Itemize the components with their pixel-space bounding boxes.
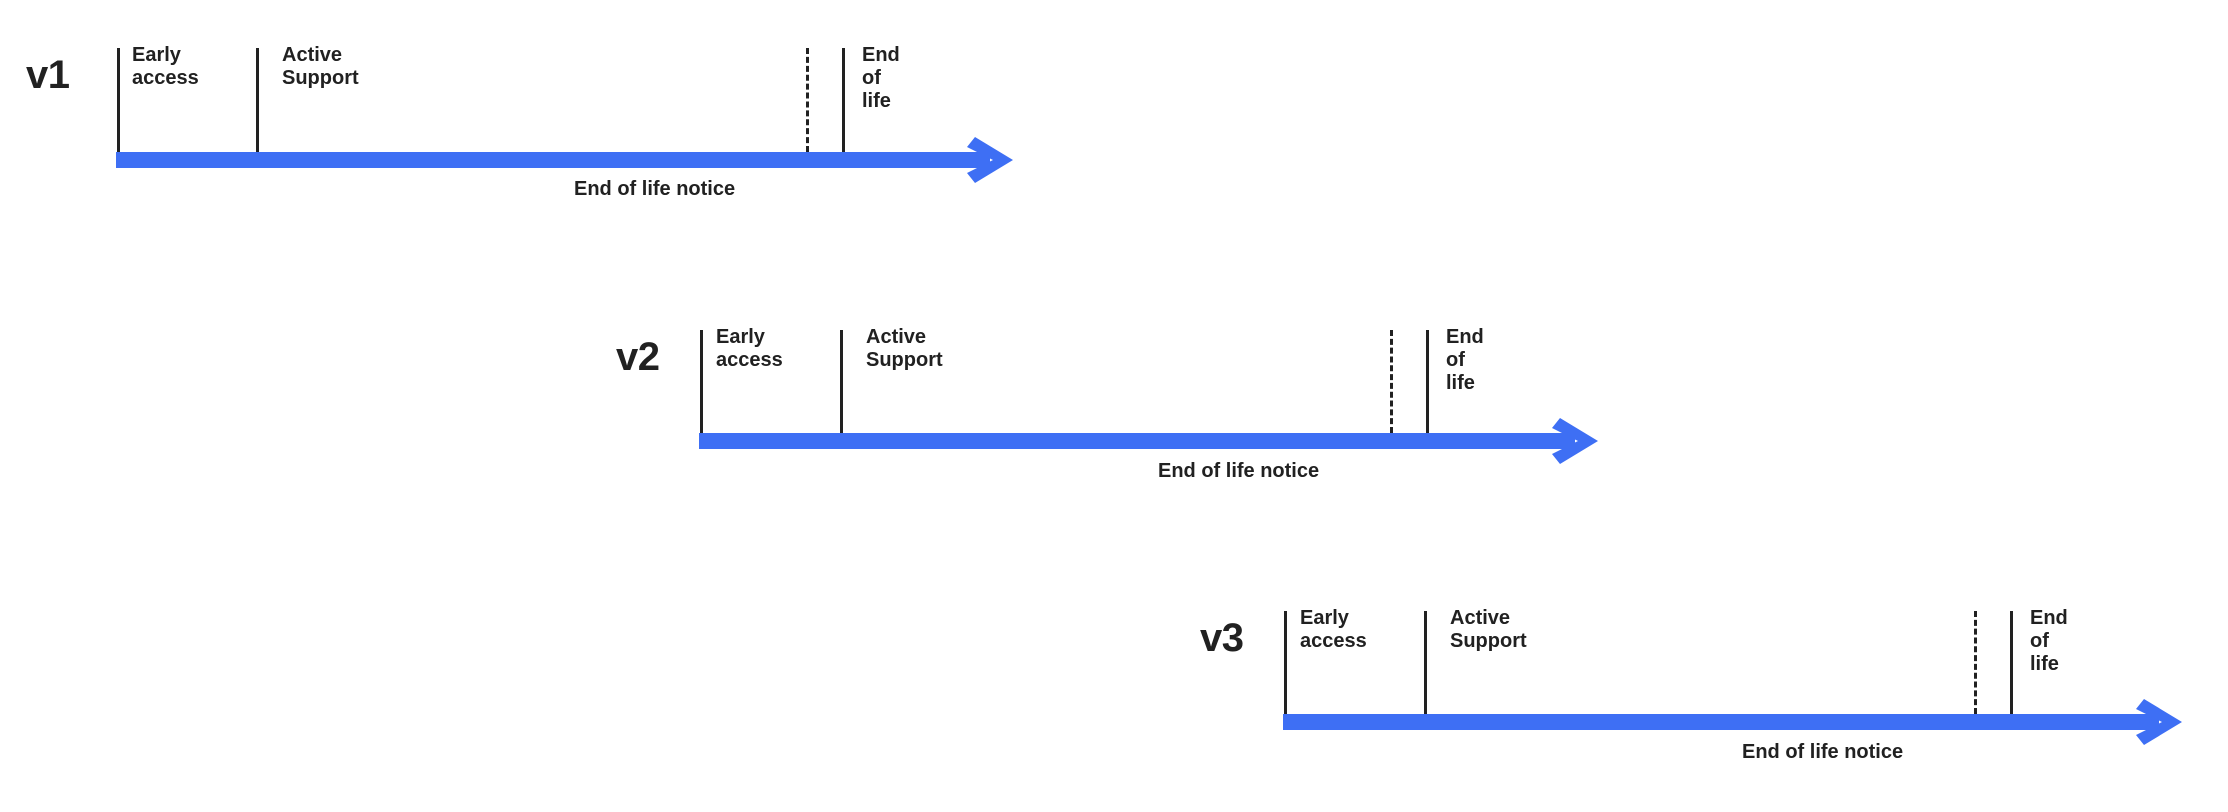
phase-label-early-access: Early access <box>132 44 199 89</box>
timeline-arrow-head <box>967 137 1013 183</box>
end-of-life-notice-marker <box>806 48 809 152</box>
timeline-arrow-head <box>1552 418 1598 464</box>
timeline-arrow-head <box>2136 699 2182 745</box>
phase-divider-end-of-life <box>1426 330 1429 433</box>
phase-label-active-support: Active Support <box>282 44 359 89</box>
lifecycle-bar <box>1283 714 2159 730</box>
version-label-v1: v1 <box>26 53 70 97</box>
phase-divider-start <box>117 48 120 152</box>
phase-divider-active-support <box>256 48 259 152</box>
phase-label-active-support: Active Support <box>1450 607 1527 652</box>
phase-label-end-of-life: End of life <box>1446 326 1484 394</box>
version-label-v2: v2 <box>616 335 660 379</box>
version-label-v3: v3 <box>1200 616 1244 660</box>
end-of-life-notice-label: End of life notice <box>574 178 736 200</box>
phase-label-early-access: Early access <box>716 326 783 371</box>
end-of-life-notice-marker <box>1974 611 1977 714</box>
lifecycle-bar <box>699 433 1575 449</box>
phase-divider-active-support <box>840 330 843 433</box>
phase-divider-active-support <box>1424 611 1427 714</box>
phase-divider-start <box>1284 611 1287 714</box>
phase-label-active-support: Active Support <box>866 326 943 371</box>
end-of-life-notice-label: End of life notice <box>1742 741 1904 763</box>
lifecycle-bar <box>116 152 990 168</box>
end-of-life-notice-marker <box>1390 330 1393 433</box>
phase-divider-start <box>700 330 703 433</box>
phase-divider-end-of-life <box>2010 611 2013 714</box>
phase-divider-end-of-life <box>842 48 845 152</box>
phase-label-early-access: Early access <box>1300 607 1367 652</box>
phase-label-end-of-life: End of life <box>862 44 900 112</box>
phase-label-end-of-life: End of life <box>2030 607 2068 675</box>
end-of-life-notice-label: End of life notice <box>1158 460 1320 482</box>
